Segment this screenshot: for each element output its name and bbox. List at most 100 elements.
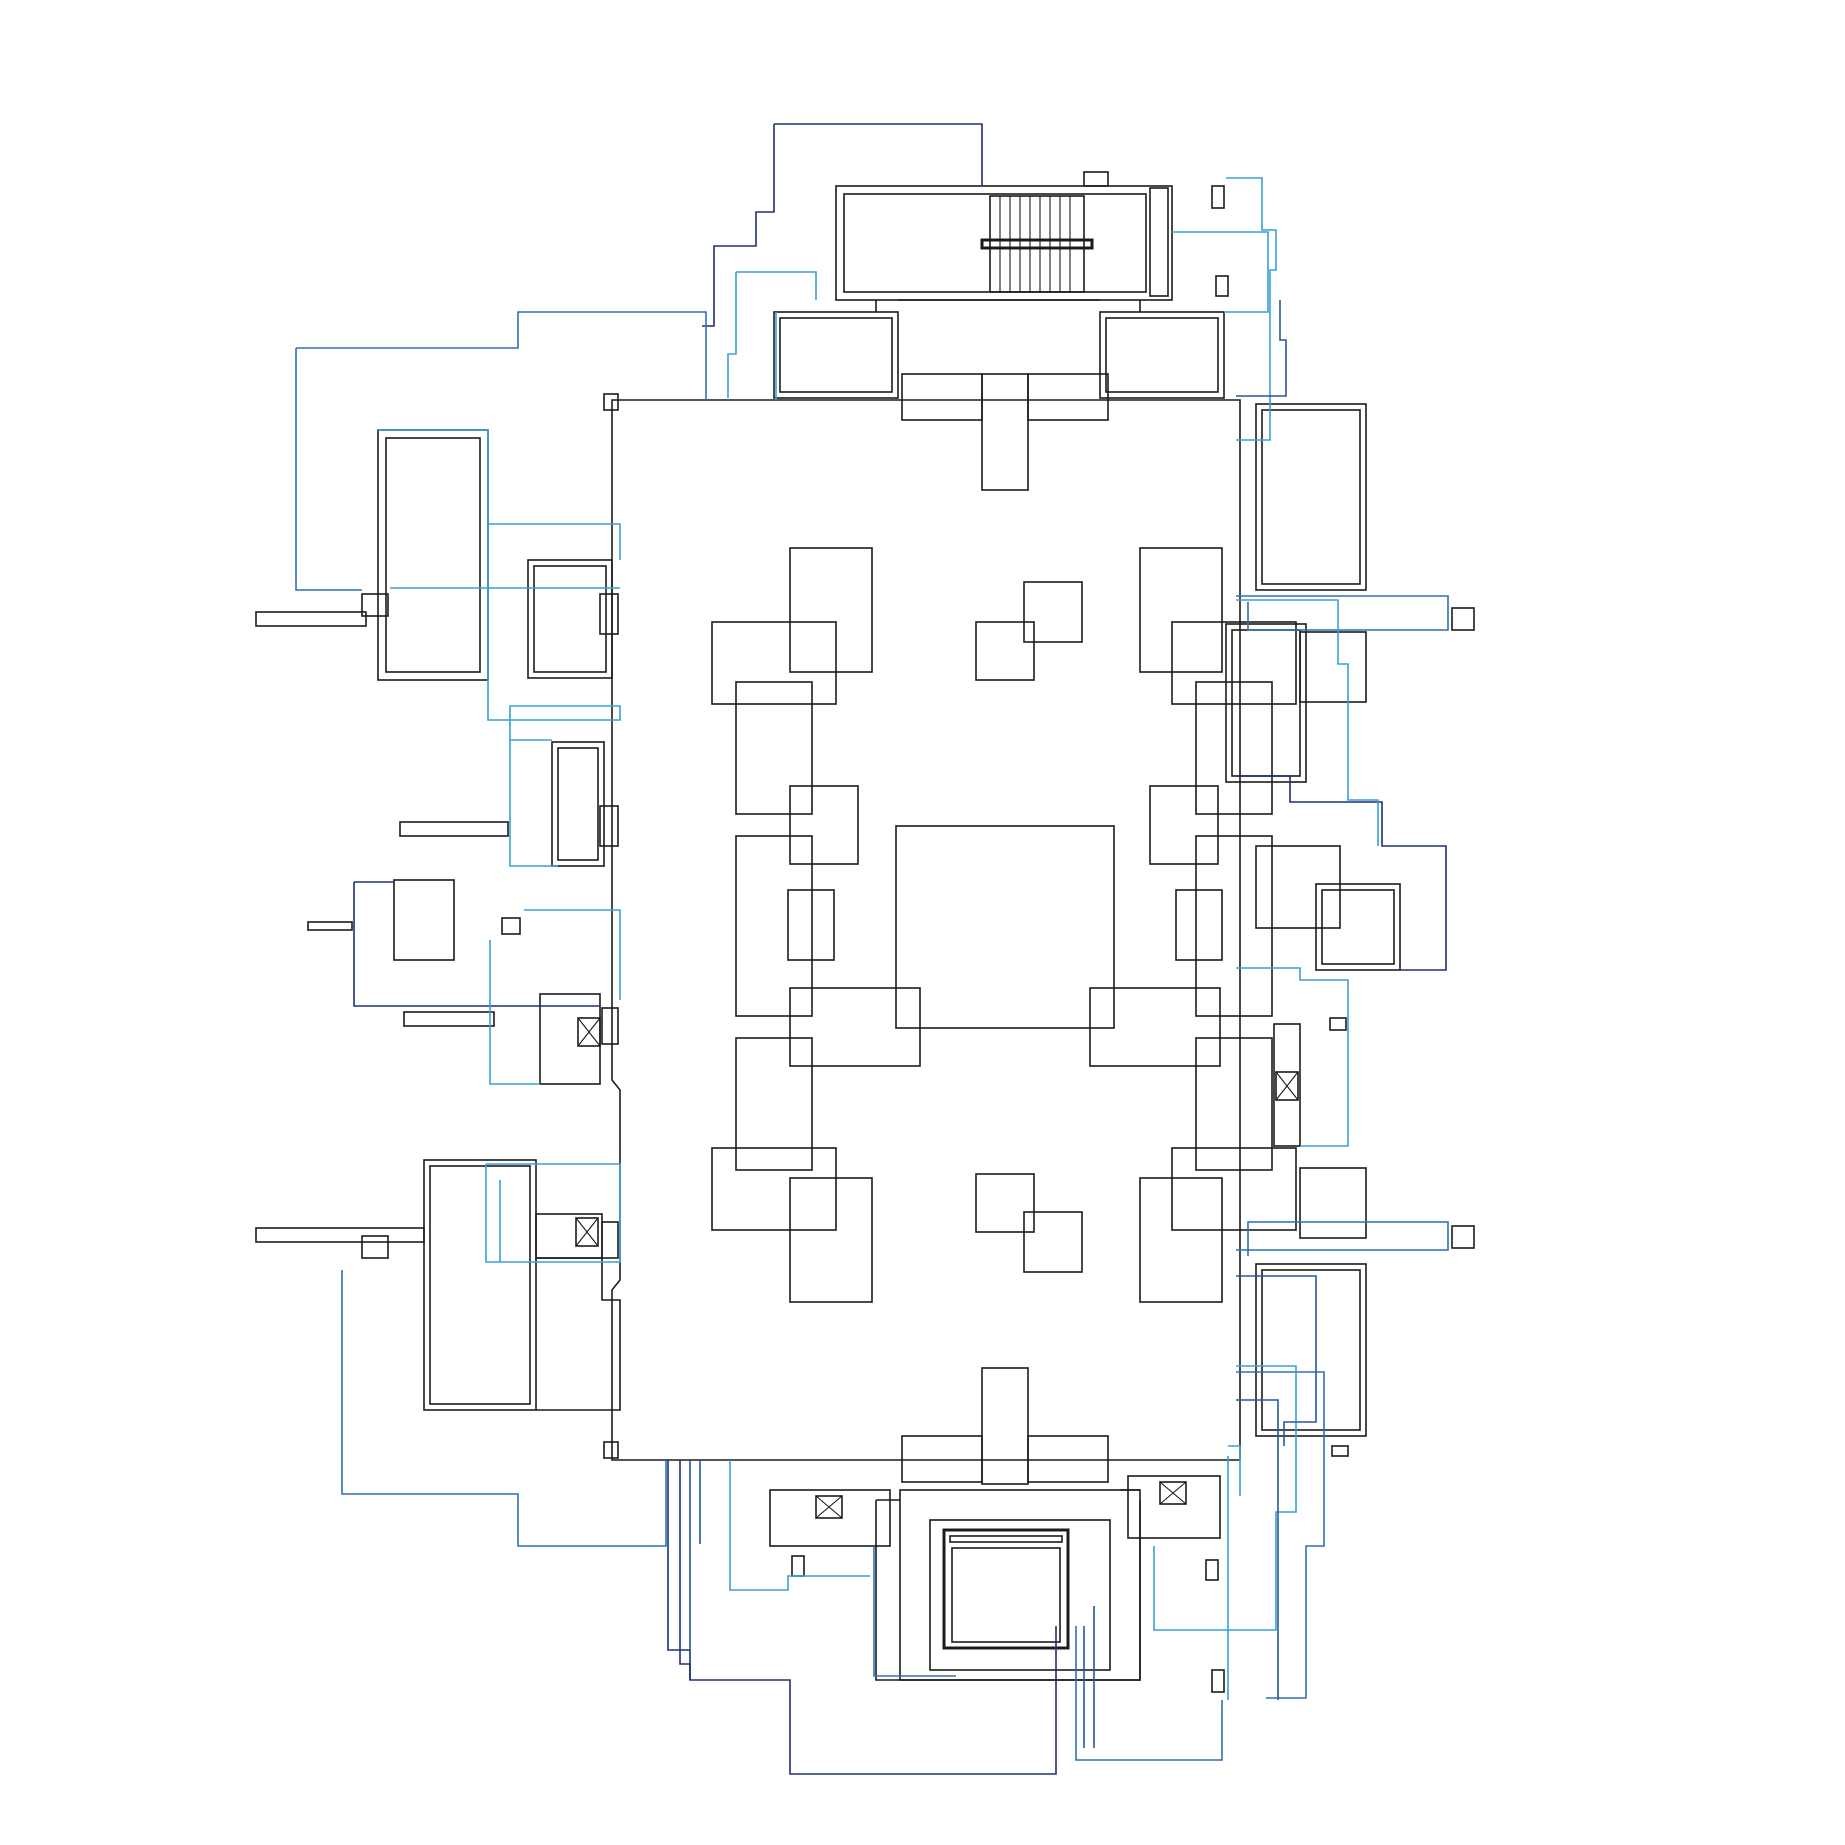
east-block-2: [1299, 1167, 1367, 1239]
south-bar: [949, 1535, 1063, 1543]
south-vestibule-left: [901, 1435, 983, 1483]
east-room-4-inner: [1321, 889, 1395, 965]
column-icon: [361, 593, 389, 617]
west-room-1: [377, 429, 489, 681]
east-room-6-inner: [1261, 1269, 1361, 1431]
west-spur-2: [399, 821, 509, 837]
south-lift-box: [942, 1528, 1070, 1650]
west-door-box-2: [599, 805, 619, 847]
east-room-1: [1255, 403, 1367, 591]
stair-icon: [980, 195, 1094, 293]
pier-box: [975, 621, 1035, 681]
pier-box: [711, 1147, 837, 1231]
pier-box: [1139, 547, 1223, 673]
south-small-box: [791, 1555, 805, 1577]
central-atrium: [895, 825, 1115, 1029]
pier-box: [735, 835, 813, 1017]
pier-box: [1171, 1147, 1297, 1231]
south-entry-corridor: [981, 1367, 1029, 1485]
overlay-outline: [1236, 595, 1449, 631]
pier-box: [789, 1177, 873, 1303]
north-east-room: [1099, 311, 1225, 399]
pier-box: [1171, 621, 1297, 705]
overlay-outline: [689, 1460, 701, 1650]
overlay-outline: [1227, 1445, 1241, 1700]
north-stair-room-inner: [843, 193, 1147, 293]
pier-box: [1149, 785, 1219, 865]
overlay-blue-layer: [295, 311, 1449, 1761]
overlay-mid-layer: [689, 300, 1317, 1748]
west-spur-3: [307, 921, 353, 931]
north-link: [875, 299, 1141, 312]
elevator-icon: [575, 1217, 599, 1247]
overlay-sky-layer: [378, 177, 1379, 1700]
west-room-6-annex: [536, 1257, 621, 1411]
west-room-2: [527, 559, 613, 679]
overlay-outline: [485, 1163, 621, 1263]
north-west-room-inner: [779, 317, 893, 393]
pier-box: [735, 681, 813, 815]
overlay-outline: [1236, 967, 1349, 1147]
elevator-icon: [1275, 1071, 1299, 1101]
pier-box: [711, 621, 837, 705]
pier-box: [1139, 1177, 1223, 1303]
west-room-3: [551, 741, 605, 867]
south-wings: [875, 1489, 1141, 1681]
pier-box: [787, 889, 835, 961]
overlay-outline: [729, 1460, 870, 1591]
north-side-box: [1149, 187, 1169, 297]
elevator-icon: [815, 1495, 843, 1519]
column-icon: [603, 1441, 619, 1459]
overlay-outline: [873, 1546, 1223, 1761]
pier-box: [1023, 1211, 1083, 1273]
overlay-outline: [1172, 231, 1269, 313]
east-room-5: [1273, 1023, 1301, 1147]
overlay-outline: [1083, 1606, 1095, 1748]
south-east-service: [1127, 1475, 1221, 1539]
pier-box: [1023, 581, 1083, 643]
overlay-outline: [1226, 177, 1277, 441]
east-room-2-inner: [1231, 629, 1301, 777]
west-room-6: [423, 1159, 537, 1411]
overlay-navy-layer: [353, 123, 1447, 1775]
overlay-outline: [1236, 1221, 1449, 1256]
column-icon: [1329, 1017, 1347, 1031]
column-icon: [1215, 275, 1229, 297]
pier-box: [789, 547, 873, 673]
pier-box: [1195, 835, 1273, 1017]
north-small-box: [1083, 171, 1109, 187]
south-vestibule-right: [1027, 1435, 1109, 1483]
main-hall-outline: [611, 399, 1241, 1461]
west-room-5: [539, 993, 601, 1085]
overlay-outline: [1236, 300, 1287, 397]
column-icon: [603, 393, 619, 411]
west-room-2-inner: [533, 565, 607, 673]
column-icon: [361, 1235, 389, 1259]
overlay-outline: [1236, 1399, 1279, 1700]
west-room-1-inner: [385, 437, 481, 673]
pier-box: [1089, 987, 1221, 1067]
north-vestibule-left: [901, 373, 983, 421]
west-spur-1: [255, 611, 367, 627]
overlay-outline: [1153, 1365, 1297, 1631]
overlay-outline: [667, 1460, 1057, 1775]
column-icon: [1451, 607, 1475, 631]
pier-box: [735, 1037, 813, 1171]
overlay-outline: [1236, 1275, 1317, 1446]
west-room-6-inner: [429, 1165, 531, 1405]
elevator-icon: [1159, 1481, 1187, 1505]
pier-box: [975, 1173, 1035, 1233]
pier-box: [1195, 681, 1273, 815]
overlay-outline: [1236, 599, 1379, 846]
west-spur-4: [403, 1011, 495, 1027]
overlay-outline: [353, 881, 600, 1007]
north-entry-corridor: [981, 373, 1029, 491]
column-icon: [1331, 1445, 1349, 1457]
overlay-outline: [378, 429, 621, 589]
overlay-outline: [341, 1270, 667, 1547]
south-stair-hall: [899, 1489, 1141, 1681]
column-icon: [1451, 1225, 1475, 1249]
east-room-1-inner: [1261, 409, 1361, 585]
pier-box: [1175, 889, 1223, 961]
